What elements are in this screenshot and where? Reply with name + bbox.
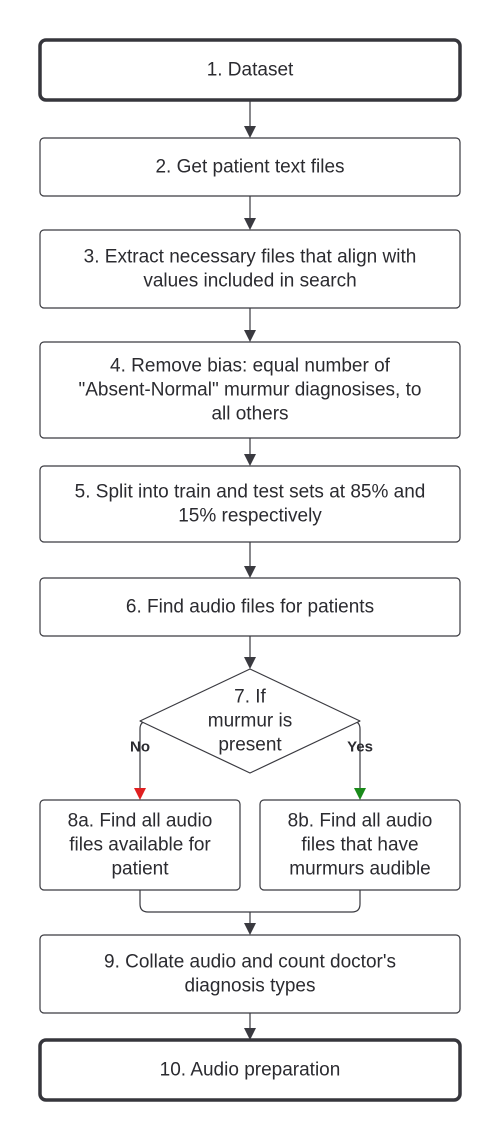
node-n8b-box [259,799,461,891]
node-n8a-line-0: 8a. Find all audio [68,811,213,832]
node-n6: 6. Find audio files for patients [39,577,461,637]
node-n10: 10. Audio preparation [38,1038,462,1102]
node-n1-line-0: 1. Dataset [207,60,294,81]
edge-n7-n8a: No [130,720,150,800]
node-n3-line-1: values included in search [143,271,356,292]
node-n9-box [39,934,461,1014]
edge-n8a-n9 [139,890,256,935]
node-n9-line-0: 9. Collate audio and count doctor's [104,952,396,973]
node-n7-line-0: 7. If [234,687,266,708]
node-n10-line-0: 10. Audio preparation [160,1060,341,1081]
node-n1: 1. Dataset [38,38,462,102]
node-n8b: 8b. Find all audio files that have murmurs… [259,799,461,891]
node-n8b-line-0: 8b. Find all audio [288,811,433,832]
node-n3: 3. Extract necessary files that align wi… [39,229,461,309]
node-n2: 2. Get patient text files [39,137,461,197]
node-n7-line-1: murmur is [208,711,292,732]
node-n5: 5. Split into train and test sets at 85%… [39,465,461,543]
edge-line-n8a-n9 [139,890,250,913]
node-n4-line-1: "Absent-Normal" murmur diagnosises, to [79,380,422,401]
node-n4: 4. Remove bias: equal number of "Absent-N… [39,341,461,439]
edge-n8b-n9 [250,890,361,913]
node-n2-line-0: 2. Get patient text files [155,157,344,178]
node-n7-line-2: present [218,735,282,756]
node-n8a-box [39,799,241,891]
node-n5-box [39,465,461,543]
nodes-layer: 1. Dataset 2. Get patient text files 3. Ex… [38,38,462,1102]
node-n2-box [39,137,461,197]
node-n6-box [39,577,461,637]
node-n5-line-0: 5. Split into train and test sets at 85%… [75,482,426,503]
edge-label-yes: Yes [347,739,373,756]
node-n5-line-1: 15% respectively [178,506,322,527]
node-n8b-line-1: files that have [301,835,418,856]
edge-n7-n8b: Yes [347,720,373,800]
edges-layer: No Yes [130,100,373,1040]
node-n10-box [38,1038,462,1102]
edge-line-n8b-n9 [250,890,361,913]
node-n3-box [39,229,461,309]
node-n8a-line-1: files available for [69,835,211,856]
node-n9-line-1: diagnosis types [185,976,316,997]
node-n1-box [38,38,462,102]
node-n6-line-0: 6. Find audio files for patients [126,597,374,618]
node-n8a-line-2: patient [111,859,169,880]
node-n8b-line-2: murmurs audible [289,859,431,880]
edge-line-n7-n8b [351,720,366,800]
edge-line-n7-n8a [134,720,149,800]
node-n7-diamond [139,668,361,774]
edge-label-no: No [130,739,150,756]
node-n4-line-0: 4. Remove bias: equal number of [110,356,391,377]
node-n4-box [39,341,461,439]
node-n7: 7. If murmur is present [139,668,361,774]
node-n3-line-0: 3. Extract necessary files that align wi… [84,247,417,268]
node-n4-line-2: all others [211,404,288,425]
node-n9: 9. Collate audio and count doctor's diagn… [39,934,461,1014]
node-n8a: 8a. Find all audio files available for pat… [39,799,241,891]
